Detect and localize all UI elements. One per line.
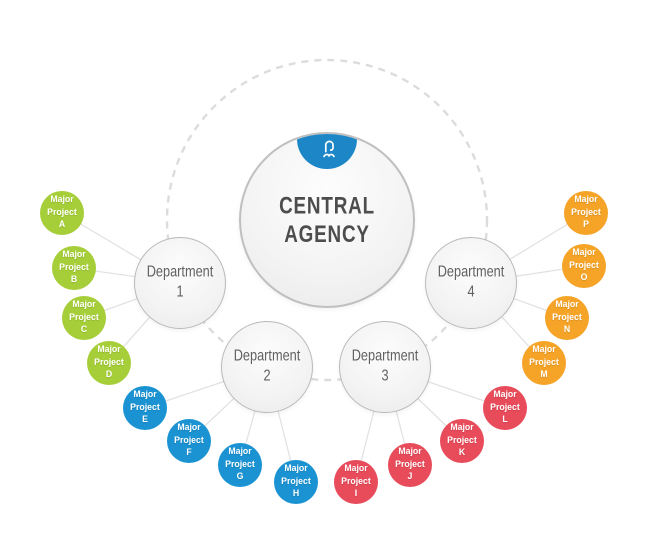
department-4-label: Department 4	[437, 263, 505, 301]
project-o-label: Major Project O	[569, 247, 599, 284]
project-n-label: Major Project N	[552, 299, 582, 336]
project-e-node: Major Project E	[123, 386, 167, 430]
project-g-label: Major Project G	[225, 446, 255, 483]
department-2-node: Department 2	[221, 321, 313, 413]
project-d-label: Major Project D	[94, 344, 124, 381]
project-l-node: Major Project L	[483, 386, 527, 430]
project-n-node: Major Project N	[545, 296, 589, 340]
project-k-node: Major Project K	[440, 419, 484, 463]
project-c-node: Major Project C	[62, 296, 106, 340]
project-f-label: Major Project F	[174, 422, 204, 459]
department-3-node: Department 3	[339, 321, 431, 413]
central-agency-node: CENTRAL AGENCY	[239, 132, 415, 308]
project-m-label: Major Project M	[529, 344, 559, 381]
project-d-node: Major Project D	[87, 341, 131, 385]
dashed-ring	[165, 58, 489, 382]
project-j-node: Major Project J	[388, 443, 432, 487]
project-o-node: Major Project O	[562, 244, 606, 288]
project-k-label: Major Project K	[447, 422, 477, 459]
project-e-label: Major Project E	[130, 389, 160, 426]
project-f-node: Major Project F	[167, 419, 211, 463]
project-j-label: Major Project J	[395, 446, 425, 483]
project-h-node: Major Project H	[274, 460, 318, 504]
central-agency-title: CENTRAL AGENCY	[279, 191, 375, 248]
project-b-node: Major Project B	[52, 246, 96, 290]
project-i-node: Major Project I	[334, 460, 378, 504]
project-h-label: Major Project H	[281, 463, 311, 500]
department-4-node: Department 4	[425, 237, 517, 329]
department-3-label: Department 3	[351, 347, 419, 385]
project-p-label: Major Project P	[571, 194, 601, 231]
department-2-label: Department 2	[233, 347, 301, 385]
project-l-label: Major Project L	[490, 389, 520, 426]
project-i-label: Major Project I	[341, 463, 371, 500]
department-1-label: Department 1	[146, 263, 214, 301]
department-1-node: Department 1	[134, 237, 226, 329]
project-c-label: Major Project C	[69, 299, 99, 336]
project-m-node: Major Project M	[522, 341, 566, 385]
person-icon	[323, 140, 335, 158]
project-g-node: Major Project G	[218, 443, 262, 487]
project-a-node: Major Project A	[40, 191, 84, 235]
project-b-label: Major Project B	[59, 249, 89, 286]
project-p-node: Major Project P	[564, 191, 608, 235]
project-a-label: Major Project A	[47, 194, 77, 231]
